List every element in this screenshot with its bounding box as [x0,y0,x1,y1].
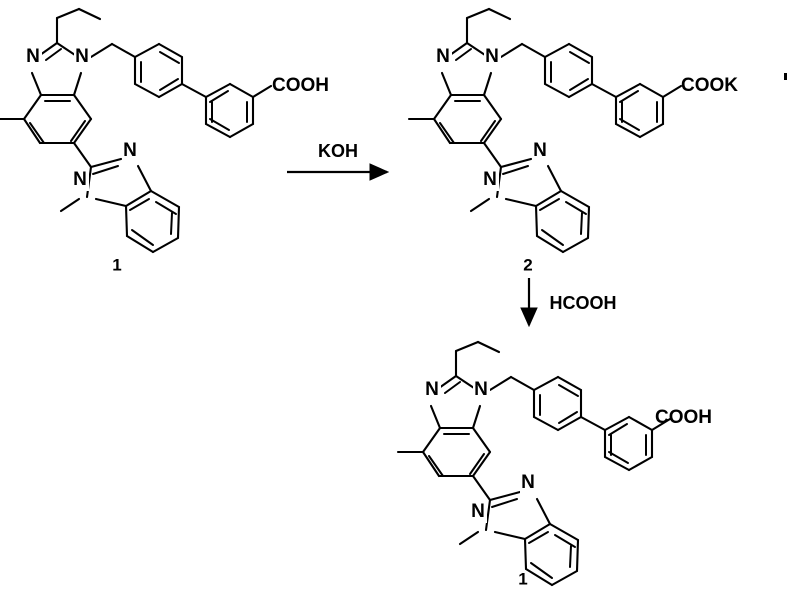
nitrogen-label: N [471,501,485,522]
nitrogen-label: N [73,169,87,190]
n1-label-backdrop [484,46,501,68]
n1b-label-backdrop [72,169,89,191]
compound-number-label: 2 [523,255,532,274]
n1-label-backdrop [473,379,490,401]
n3b-label-backdrop [122,140,139,162]
molecular-skeleton [0,7,273,254]
nitrogen-label: N [425,379,439,400]
compound-number-label: 1 [112,255,121,274]
n3-label-backdrop [435,46,452,68]
compound-number-label: 1 [518,569,527,588]
nitrogen-label: N [483,169,497,190]
reagent-label-koh: KOH [318,141,358,161]
nitrogen-label: N [533,140,547,161]
nitrogen-label: N [485,46,499,67]
n1b-label-backdrop [482,169,499,191]
n3b-label-backdrop [532,140,549,162]
nitrogen-label: N [436,46,450,67]
n1b-label-backdrop [470,501,487,523]
hcooh-reaction-arrow: HCOOH [520,278,617,328]
n1-label-backdrop [74,46,91,68]
nitrogen-label: N [26,46,40,67]
koh-reaction-arrow: KOH [287,141,390,181]
structure-compound-2: N N N N COOK 2 [407,7,738,274]
structure-compound-1-product: N N N N COOH 1 [396,340,712,588]
n3b-label-backdrop [520,472,537,494]
potassium-carboxylate-label: COOK [681,75,738,96]
scan-speck-artifact [784,73,787,80]
structure-compound-1: N N N N COOH 1 [0,7,329,274]
nitrogen-label: N [75,46,89,67]
carboxylic-acid-label: COOH [272,75,329,96]
nitrogen-label: N [521,472,535,493]
reagent-label-hcooh: HCOOH [550,293,617,313]
n3-label-backdrop [25,46,42,68]
n3-label-backdrop [424,379,441,401]
carboxylic-acid-label: COOH [655,407,712,428]
nitrogen-label: N [123,140,137,161]
nitrogen-label: N [474,379,488,400]
